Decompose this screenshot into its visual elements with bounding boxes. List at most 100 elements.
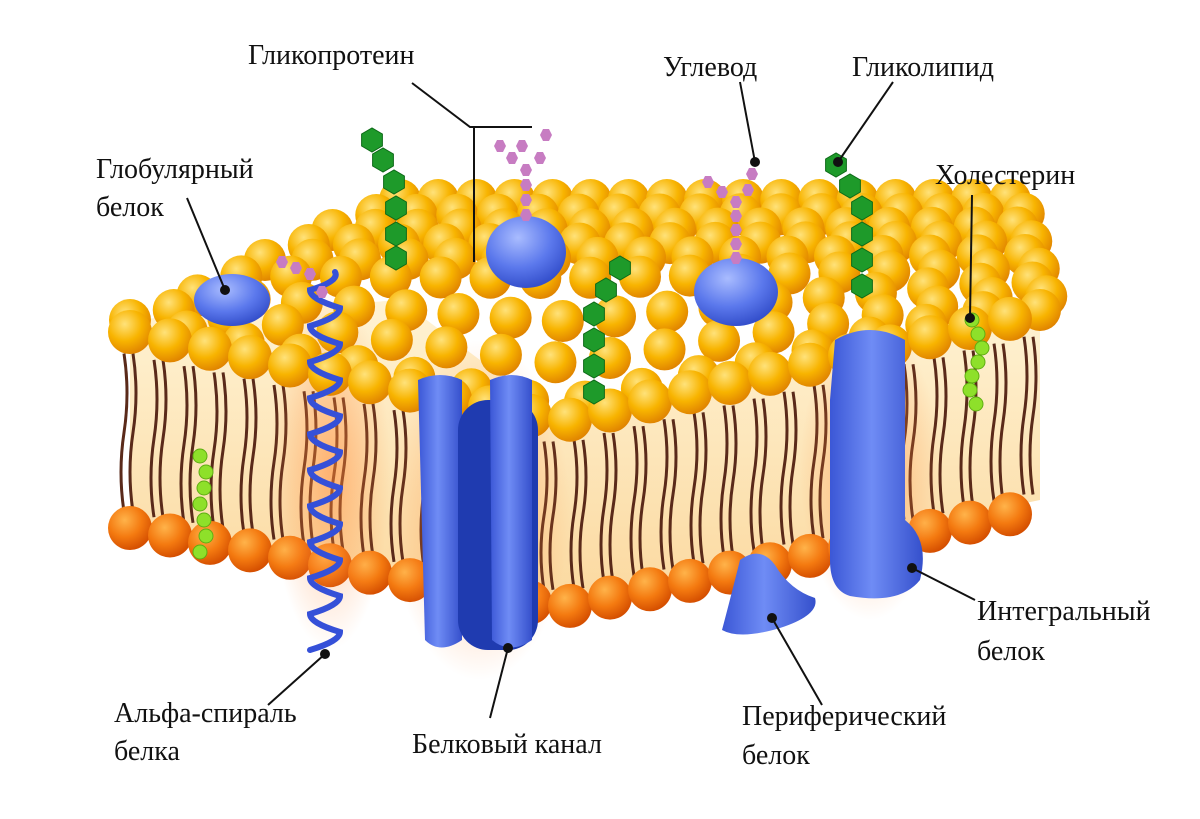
lipid-head — [594, 295, 636, 338]
sugar-unit — [742, 184, 754, 196]
cholesterol-bead — [192, 544, 208, 560]
sugar-unit — [520, 164, 532, 176]
sugar-unit — [702, 176, 714, 188]
sugar-hexagon — [851, 273, 873, 299]
sugar-hexagon — [361, 127, 383, 153]
lipid-tail — [188, 365, 198, 524]
sugar-hexagon — [583, 379, 605, 405]
sugar-hexagon — [851, 221, 873, 247]
globular-protein — [194, 274, 270, 326]
sugar-hexagon — [851, 195, 873, 221]
sugar-unit — [520, 209, 532, 221]
cholesterol-bead — [962, 382, 978, 398]
sugar-hexagon — [583, 353, 605, 379]
sugar-unit — [730, 238, 742, 250]
cholesterol-bead — [198, 528, 214, 544]
lipid-tail — [149, 359, 159, 518]
lipid-head — [370, 318, 413, 361]
lipid-head — [148, 513, 192, 558]
label-cholesterol: Холестерин — [935, 160, 1075, 191]
sugar-hexagon — [583, 327, 605, 353]
glycoprotein-dome — [486, 216, 566, 288]
lipid-head — [548, 397, 592, 442]
sugar-unit — [304, 268, 316, 280]
lipid-head — [489, 296, 532, 339]
lipid-tail — [998, 343, 1008, 501]
lipid-tail — [1028, 336, 1038, 495]
lipid-head — [108, 506, 152, 550]
cholesterol-molecules — [192, 312, 990, 560]
lipid-tail — [689, 412, 699, 564]
lipid-tail — [239, 378, 249, 535]
lipid-head — [348, 360, 392, 405]
sugar-hexagon — [609, 255, 631, 281]
cholesterol-bead — [192, 448, 208, 464]
sugar-unit — [746, 168, 758, 180]
lipid-head — [708, 361, 752, 406]
lipid-head — [748, 351, 792, 396]
lipid-head — [148, 318, 192, 363]
lipid-tail — [608, 432, 618, 583]
lipid-head — [425, 326, 468, 369]
lipid-head — [788, 342, 832, 387]
lipid-tail — [749, 398, 759, 551]
label-glycolipid: Гликолипид — [852, 52, 994, 83]
cholesterol-bead — [192, 496, 208, 512]
label-globular-2: белок — [96, 192, 164, 223]
lipid-tail — [578, 439, 588, 589]
lipid-tail — [779, 391, 789, 545]
sugar-hexagon — [839, 173, 861, 199]
lipid-tail — [1019, 336, 1029, 495]
sugar-unit — [716, 186, 728, 198]
carbohydrate-protein-dome — [694, 258, 778, 326]
lipid-head — [988, 492, 1032, 537]
lipid-tail — [668, 419, 678, 570]
lipid-head — [548, 583, 592, 628]
sugar-unit — [276, 256, 288, 268]
sugar-unit — [730, 224, 742, 236]
label-integral-2: белок — [977, 636, 1045, 667]
cholesterol-bead — [974, 340, 990, 356]
lipid-head — [988, 296, 1032, 341]
lipid-head — [628, 567, 672, 612]
lipid-tail — [629, 425, 639, 576]
label-carbohydrate: Углевод — [663, 52, 757, 83]
lipid-tail — [599, 432, 609, 583]
lipid-tail — [659, 419, 669, 570]
sugar-unit — [494, 140, 506, 152]
sugar-hexagon — [385, 195, 407, 221]
carbohydrate-chains — [276, 129, 758, 298]
lipid-tail — [638, 425, 648, 576]
protein-channel — [418, 375, 538, 650]
lipid-head — [188, 326, 232, 371]
sugar-hexagon — [583, 301, 605, 327]
lipid-tail — [158, 359, 168, 518]
lipid-head — [908, 315, 952, 360]
lipid-tail — [788, 391, 798, 545]
lipid-head — [188, 520, 232, 565]
sugar-unit — [520, 194, 532, 206]
lipid-head — [228, 335, 272, 380]
lipid-head — [588, 575, 632, 620]
lipid-tail — [569, 439, 579, 589]
leader-lines — [186, 81, 976, 719]
lipid-tail — [209, 372, 219, 529]
lipid-tail — [698, 412, 708, 564]
lipid-head — [228, 528, 272, 573]
lipid-tail — [119, 353, 129, 512]
leader-dots — [220, 157, 975, 659]
lipid-bilayer — [108, 179, 1068, 680]
lipid-head — [643, 328, 686, 371]
lipid-tail — [128, 353, 138, 512]
lipid-tail — [218, 372, 228, 529]
label-alpha-2: белка — [114, 736, 180, 767]
sugar-unit — [506, 152, 518, 164]
cholesterol-bead — [196, 480, 212, 496]
sugar-hexagon — [595, 277, 617, 303]
integral-protein — [830, 330, 923, 599]
label-integral-1: Интегральный — [977, 596, 1151, 627]
lipid-head — [698, 319, 741, 362]
sugar-unit — [290, 262, 302, 274]
sugar-unit — [534, 152, 546, 164]
